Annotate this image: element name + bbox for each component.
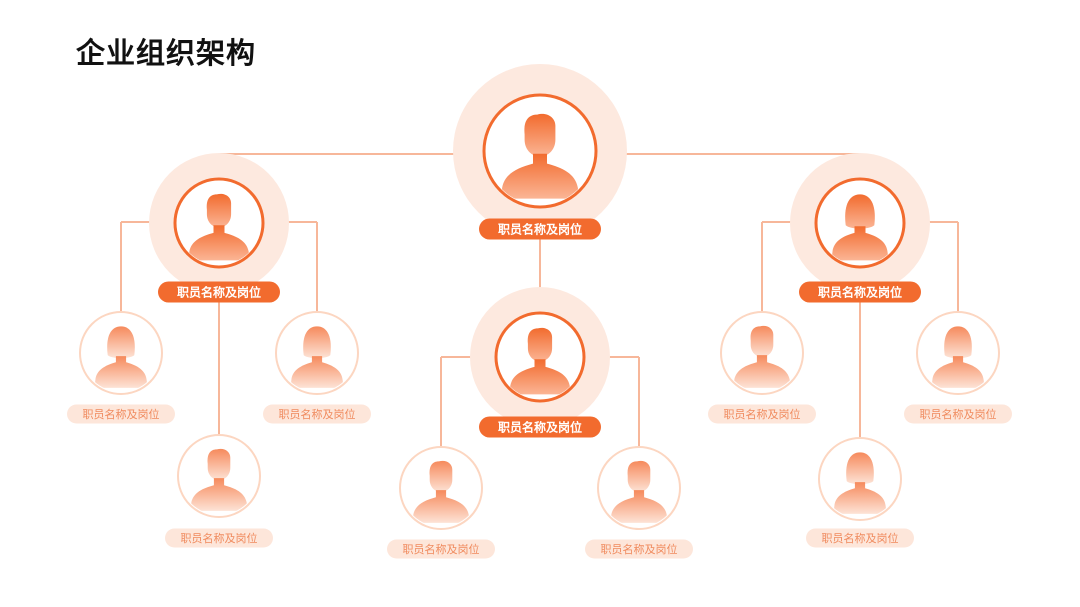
- org-node-center-staff-2[interactable]: 职员名称及岗位: [585, 446, 693, 559]
- body-shape: [412, 490, 470, 523]
- name-label: 职员名称及岗位: [498, 420, 582, 435]
- male-person-icon: [412, 460, 470, 523]
- head-shape: [107, 326, 135, 359]
- org-node-right-manager[interactable]: 职员名称及岗位: [790, 153, 930, 303]
- male-person-icon: [610, 460, 668, 523]
- body-shape: [833, 482, 887, 514]
- head-shape: [627, 460, 651, 493]
- page-title: 企业组织架构: [76, 36, 257, 70]
- head-shape: [846, 452, 874, 485]
- name-label-pill: [585, 539, 693, 559]
- name-label: 职员名称及岗位: [498, 222, 582, 237]
- female-person-icon: [833, 452, 887, 514]
- body-shape: [733, 355, 791, 388]
- body-shape: [94, 356, 148, 388]
- name-label: 职员名称及岗位: [403, 542, 480, 556]
- body-shape: [831, 226, 889, 261]
- head-shape: [303, 326, 331, 359]
- name-label-pill: [806, 528, 914, 548]
- name-label: 职员名称及岗位: [920, 407, 997, 421]
- org-node-left-staff-3[interactable]: 职员名称及岗位: [263, 311, 371, 424]
- org-node-left-staff-1[interactable]: 职员名称及岗位: [67, 311, 175, 424]
- head-shape: [206, 193, 232, 228]
- head-shape: [750, 325, 774, 358]
- male-person-icon: [500, 113, 580, 199]
- name-label: 职员名称及岗位: [177, 285, 261, 300]
- org-nodes: 职员名称及岗位职员名称及岗位职员名称及岗位职员名称及岗位职员名称及岗位职员名称及…: [67, 64, 1012, 559]
- head-shape: [845, 194, 875, 229]
- org-node-left-staff-2[interactable]: 职员名称及岗位: [165, 434, 273, 548]
- name-label-pill: [67, 404, 175, 424]
- name-label: 职员名称及岗位: [83, 407, 160, 421]
- name-label-pill: [479, 218, 601, 240]
- name-label-pill: [708, 404, 816, 424]
- name-label-pill: [904, 404, 1012, 424]
- name-label: 职员名称及岗位: [822, 531, 899, 545]
- male-person-icon: [188, 193, 250, 261]
- male-person-icon: [190, 448, 248, 511]
- name-label: 职员名称及岗位: [601, 542, 678, 556]
- female-person-icon: [94, 326, 148, 388]
- body-shape: [500, 153, 580, 199]
- male-person-icon: [733, 325, 791, 388]
- name-label-pill: [158, 281, 280, 303]
- org-node-right-staff-1[interactable]: 职员名称及岗位: [708, 311, 816, 424]
- name-label: 职员名称及岗位: [279, 407, 356, 421]
- head-shape: [944, 326, 972, 359]
- head-shape: [524, 113, 556, 157]
- name-label-pill: [799, 281, 921, 303]
- org-node-center-manager[interactable]: 职员名称及岗位: [470, 287, 610, 438]
- body-shape: [931, 356, 985, 388]
- name-label: 职员名称及岗位: [724, 407, 801, 421]
- male-person-icon: [509, 327, 571, 395]
- org-node-center-staff-1[interactable]: 职员名称及岗位: [387, 446, 495, 559]
- head-shape: [429, 460, 453, 493]
- female-person-icon: [931, 326, 985, 388]
- org-node-right-staff-2[interactable]: 职员名称及岗位: [806, 437, 914, 548]
- org-node-left-manager[interactable]: 职员名称及岗位: [149, 153, 289, 303]
- name-label: 职员名称及岗位: [181, 531, 258, 545]
- name-label-pill: [263, 404, 371, 424]
- name-label-pill: [387, 539, 495, 559]
- name-label: 职员名称及岗位: [818, 285, 902, 300]
- body-shape: [610, 490, 668, 523]
- head-shape: [527, 327, 553, 362]
- body-shape: [188, 225, 250, 261]
- org-node-ceo[interactable]: 职员名称及岗位: [453, 64, 627, 240]
- body-shape: [190, 478, 248, 511]
- female-person-icon: [290, 326, 344, 388]
- name-label-pill: [165, 528, 273, 548]
- head-shape: [207, 448, 231, 481]
- org-node-right-staff-3[interactable]: 职员名称及岗位: [904, 311, 1012, 424]
- body-shape: [509, 359, 571, 395]
- name-label-pill: [479, 416, 601, 438]
- female-person-icon: [831, 194, 889, 261]
- body-shape: [290, 356, 344, 388]
